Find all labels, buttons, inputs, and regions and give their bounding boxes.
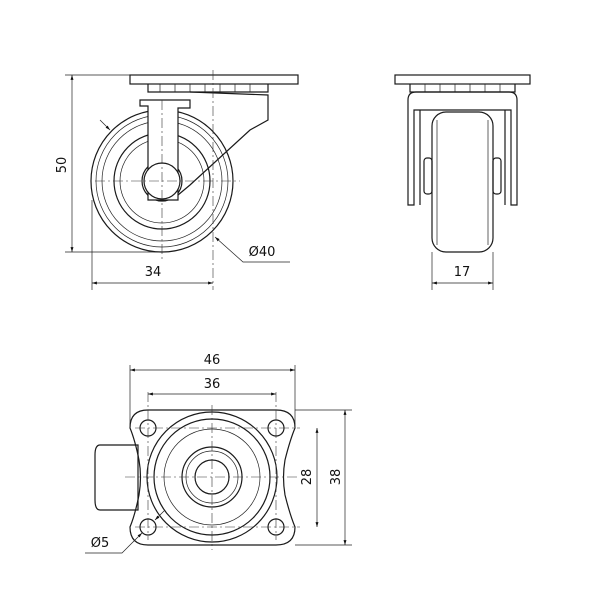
- dimension-offset: 34: [91, 200, 213, 290]
- hole-spacing-y-label: 28: [300, 469, 315, 486]
- offset-dim-label: 34: [145, 265, 162, 280]
- plate-depth-label: 38: [329, 469, 344, 486]
- dimension-plate-width: 46: [129, 353, 296, 428]
- plate-width-label: 46: [204, 353, 221, 368]
- dimension-hole-diameter: Ø5: [85, 509, 166, 554]
- dimension-height: 50: [55, 74, 160, 253]
- dimension-plate-depth: 38: [295, 409, 352, 546]
- dimension-wheel-width: 17: [431, 252, 494, 290]
- side-view: 50 34 Ø40: [55, 70, 299, 290]
- height-dim-label: 50: [55, 157, 70, 174]
- wheel-diameter-label: Ø40: [249, 245, 276, 260]
- hole-spacing-x-label: 36: [204, 377, 221, 392]
- front-view: 17: [394, 74, 531, 290]
- hole-diameter-label: Ø5: [91, 536, 110, 551]
- dimension-hole-spacing-y: 28: [300, 428, 319, 527]
- dimension-wheel-diameter: Ø40: [99, 119, 290, 263]
- dimension-hole-spacing-x: 36: [148, 377, 276, 396]
- wheel-width-label: 17: [454, 265, 471, 280]
- top-view: 46 36 28 38 Ø5: [85, 353, 352, 554]
